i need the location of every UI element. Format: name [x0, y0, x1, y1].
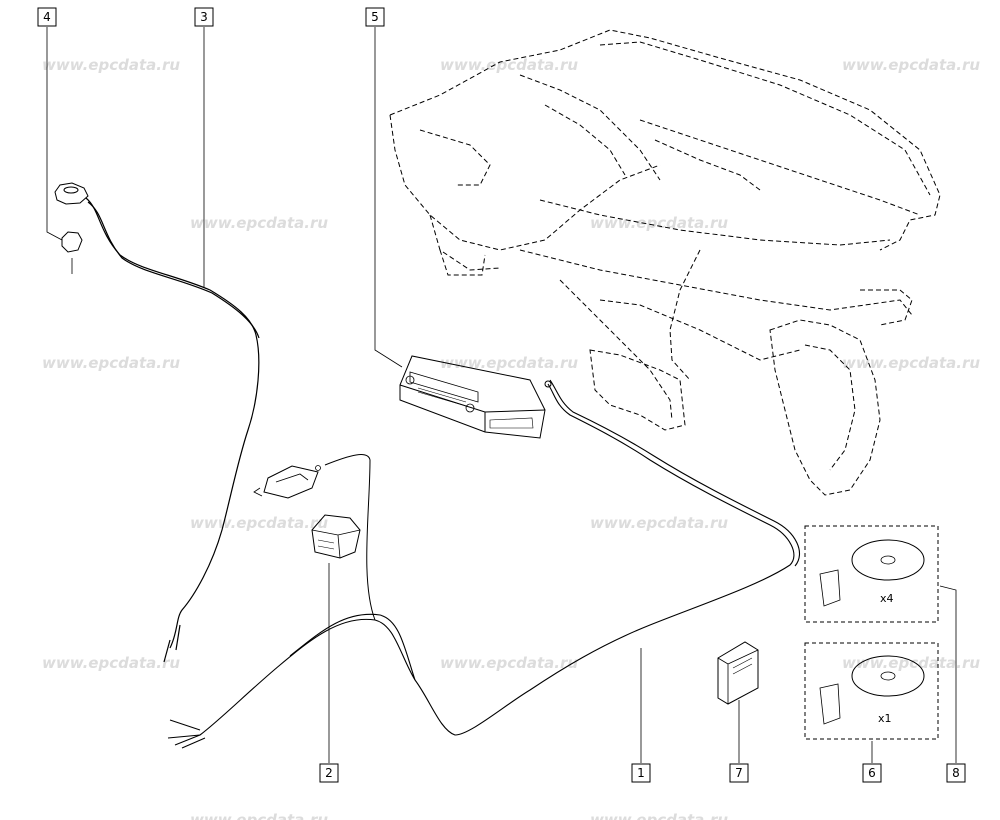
kit-quantity: x1	[878, 712, 892, 725]
cd-disc-icon	[851, 655, 925, 697]
radio-unit-icon	[399, 355, 546, 439]
cd-disc-icon	[851, 539, 925, 581]
callout-5[interactable]: 5	[365, 7, 385, 27]
callout-number: 1	[637, 766, 645, 780]
callout-7[interactable]: 7	[729, 763, 749, 783]
callout-4[interactable]: 4	[37, 7, 57, 27]
callout-6[interactable]: 6	[862, 763, 882, 783]
callout-number: 3	[200, 10, 208, 24]
watermark-text: www.epcdata.ru	[190, 514, 328, 532]
kit-box-bottom: x1	[804, 642, 939, 740]
watermark-text: www.epcdata.ru	[190, 811, 328, 820]
watermark-text: www.epcdata.ru	[440, 354, 578, 372]
watermark-text: www.epcdata.ru	[440, 654, 578, 672]
callout-number: 8	[952, 766, 960, 780]
callout-3[interactable]: 3	[194, 7, 214, 27]
callout-number: 4	[43, 10, 51, 24]
antenna-base-icon	[54, 182, 89, 274]
watermark-text: www.epcdata.ru	[842, 354, 980, 372]
watermark-text: www.epcdata.ru	[842, 56, 980, 74]
watermark-text: www.epcdata.ru	[590, 811, 728, 820]
watermark-text: www.epcdata.ru	[440, 56, 578, 74]
watermark-text: www.epcdata.ru	[42, 56, 180, 74]
dashboard-outline-icon	[389, 29, 941, 496]
watermark-text: www.epcdata.ru	[42, 354, 180, 372]
kit-box-top: x4	[804, 525, 939, 623]
module-box-icon	[253, 465, 321, 499]
module-box-icon	[311, 514, 361, 559]
callout-number: 2	[325, 766, 333, 780]
watermark-text: www.epcdata.ru	[590, 514, 728, 532]
callout-number: 5	[371, 10, 379, 24]
manual-booklet-icon	[717, 641, 759, 705]
callout-number: 6	[868, 766, 876, 780]
leaflet-icon	[819, 569, 841, 607]
antenna-cable-icon	[85, 197, 260, 663]
watermark-text: www.epcdata.ru	[842, 654, 980, 672]
leader-lines	[46, 27, 957, 763]
callout-number: 7	[735, 766, 743, 780]
antenna-cable-icon	[167, 379, 800, 749]
leaflet-icon	[819, 683, 841, 725]
watermark-text: www.epcdata.ru	[190, 214, 328, 232]
callout-1[interactable]: 1	[631, 763, 651, 783]
callout-8[interactable]: 8	[946, 763, 966, 783]
callout-2[interactable]: 2	[319, 763, 339, 783]
kit-quantity: x4	[880, 592, 894, 605]
watermark-text: www.epcdata.ru	[590, 214, 728, 232]
watermark-text: www.epcdata.ru	[42, 654, 180, 672]
